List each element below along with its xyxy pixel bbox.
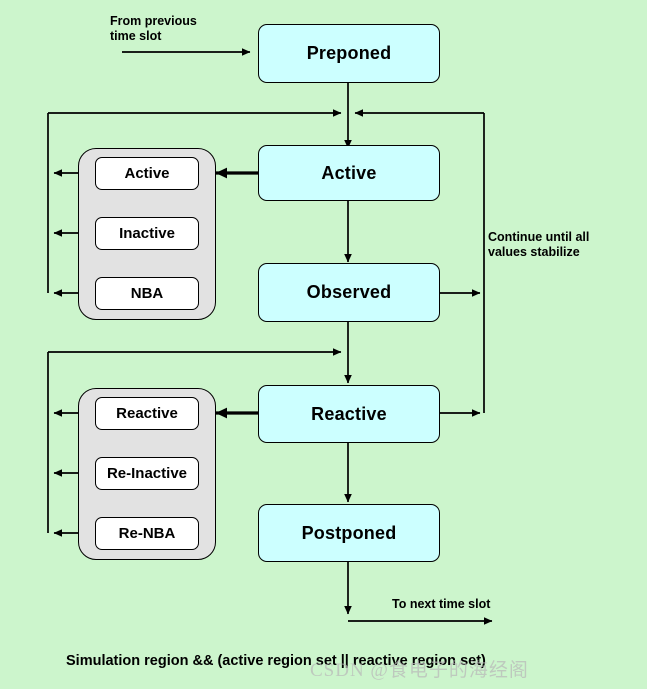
node-nba-sub[interactable]: NBA	[95, 277, 199, 310]
node-reactive-sub[interactable]: Reactive	[95, 397, 199, 430]
node-observed-label: Observed	[306, 282, 392, 302]
node-postponed[interactable]: Postponed	[258, 504, 440, 562]
node-reactive[interactable]: Reactive	[258, 385, 440, 443]
node-active[interactable]: Active	[258, 145, 440, 201]
node-active-sub[interactable]: Active	[95, 157, 199, 190]
node-preponed-label: Preponed	[306, 43, 392, 63]
annotation-from-previous: From previous time slot	[110, 14, 197, 43]
node-re-inactive-sub[interactable]: Re-Inactive	[95, 457, 199, 490]
node-active-label: Active	[321, 162, 377, 183]
node-re-nba-sub[interactable]: Re-NBA	[95, 517, 199, 550]
node-inactive-sub-label: Inactive	[119, 225, 175, 242]
annotation-to-next: To next time slot	[392, 597, 491, 611]
node-re-inactive-sub-label: Re-Inactive	[106, 465, 188, 482]
node-postponed-label: Postponed	[301, 522, 397, 543]
node-inactive-sub[interactable]: Inactive	[95, 217, 199, 250]
annotation-continue-until: Continue until all values stabilize	[488, 230, 590, 259]
node-observed[interactable]: Observed	[258, 263, 440, 322]
node-preponed[interactable]: Preponed	[258, 24, 440, 83]
node-reactive-sub-label: Reactive	[116, 405, 178, 422]
node-nba-sub-label: NBA	[130, 285, 164, 302]
node-active-sub-label: Active	[124, 165, 170, 182]
node-reactive-label: Reactive	[311, 403, 387, 424]
node-re-nba-sub-label: Re-NBA	[118, 525, 176, 542]
diagram-caption: Simulation region && (active region set …	[66, 653, 486, 669]
